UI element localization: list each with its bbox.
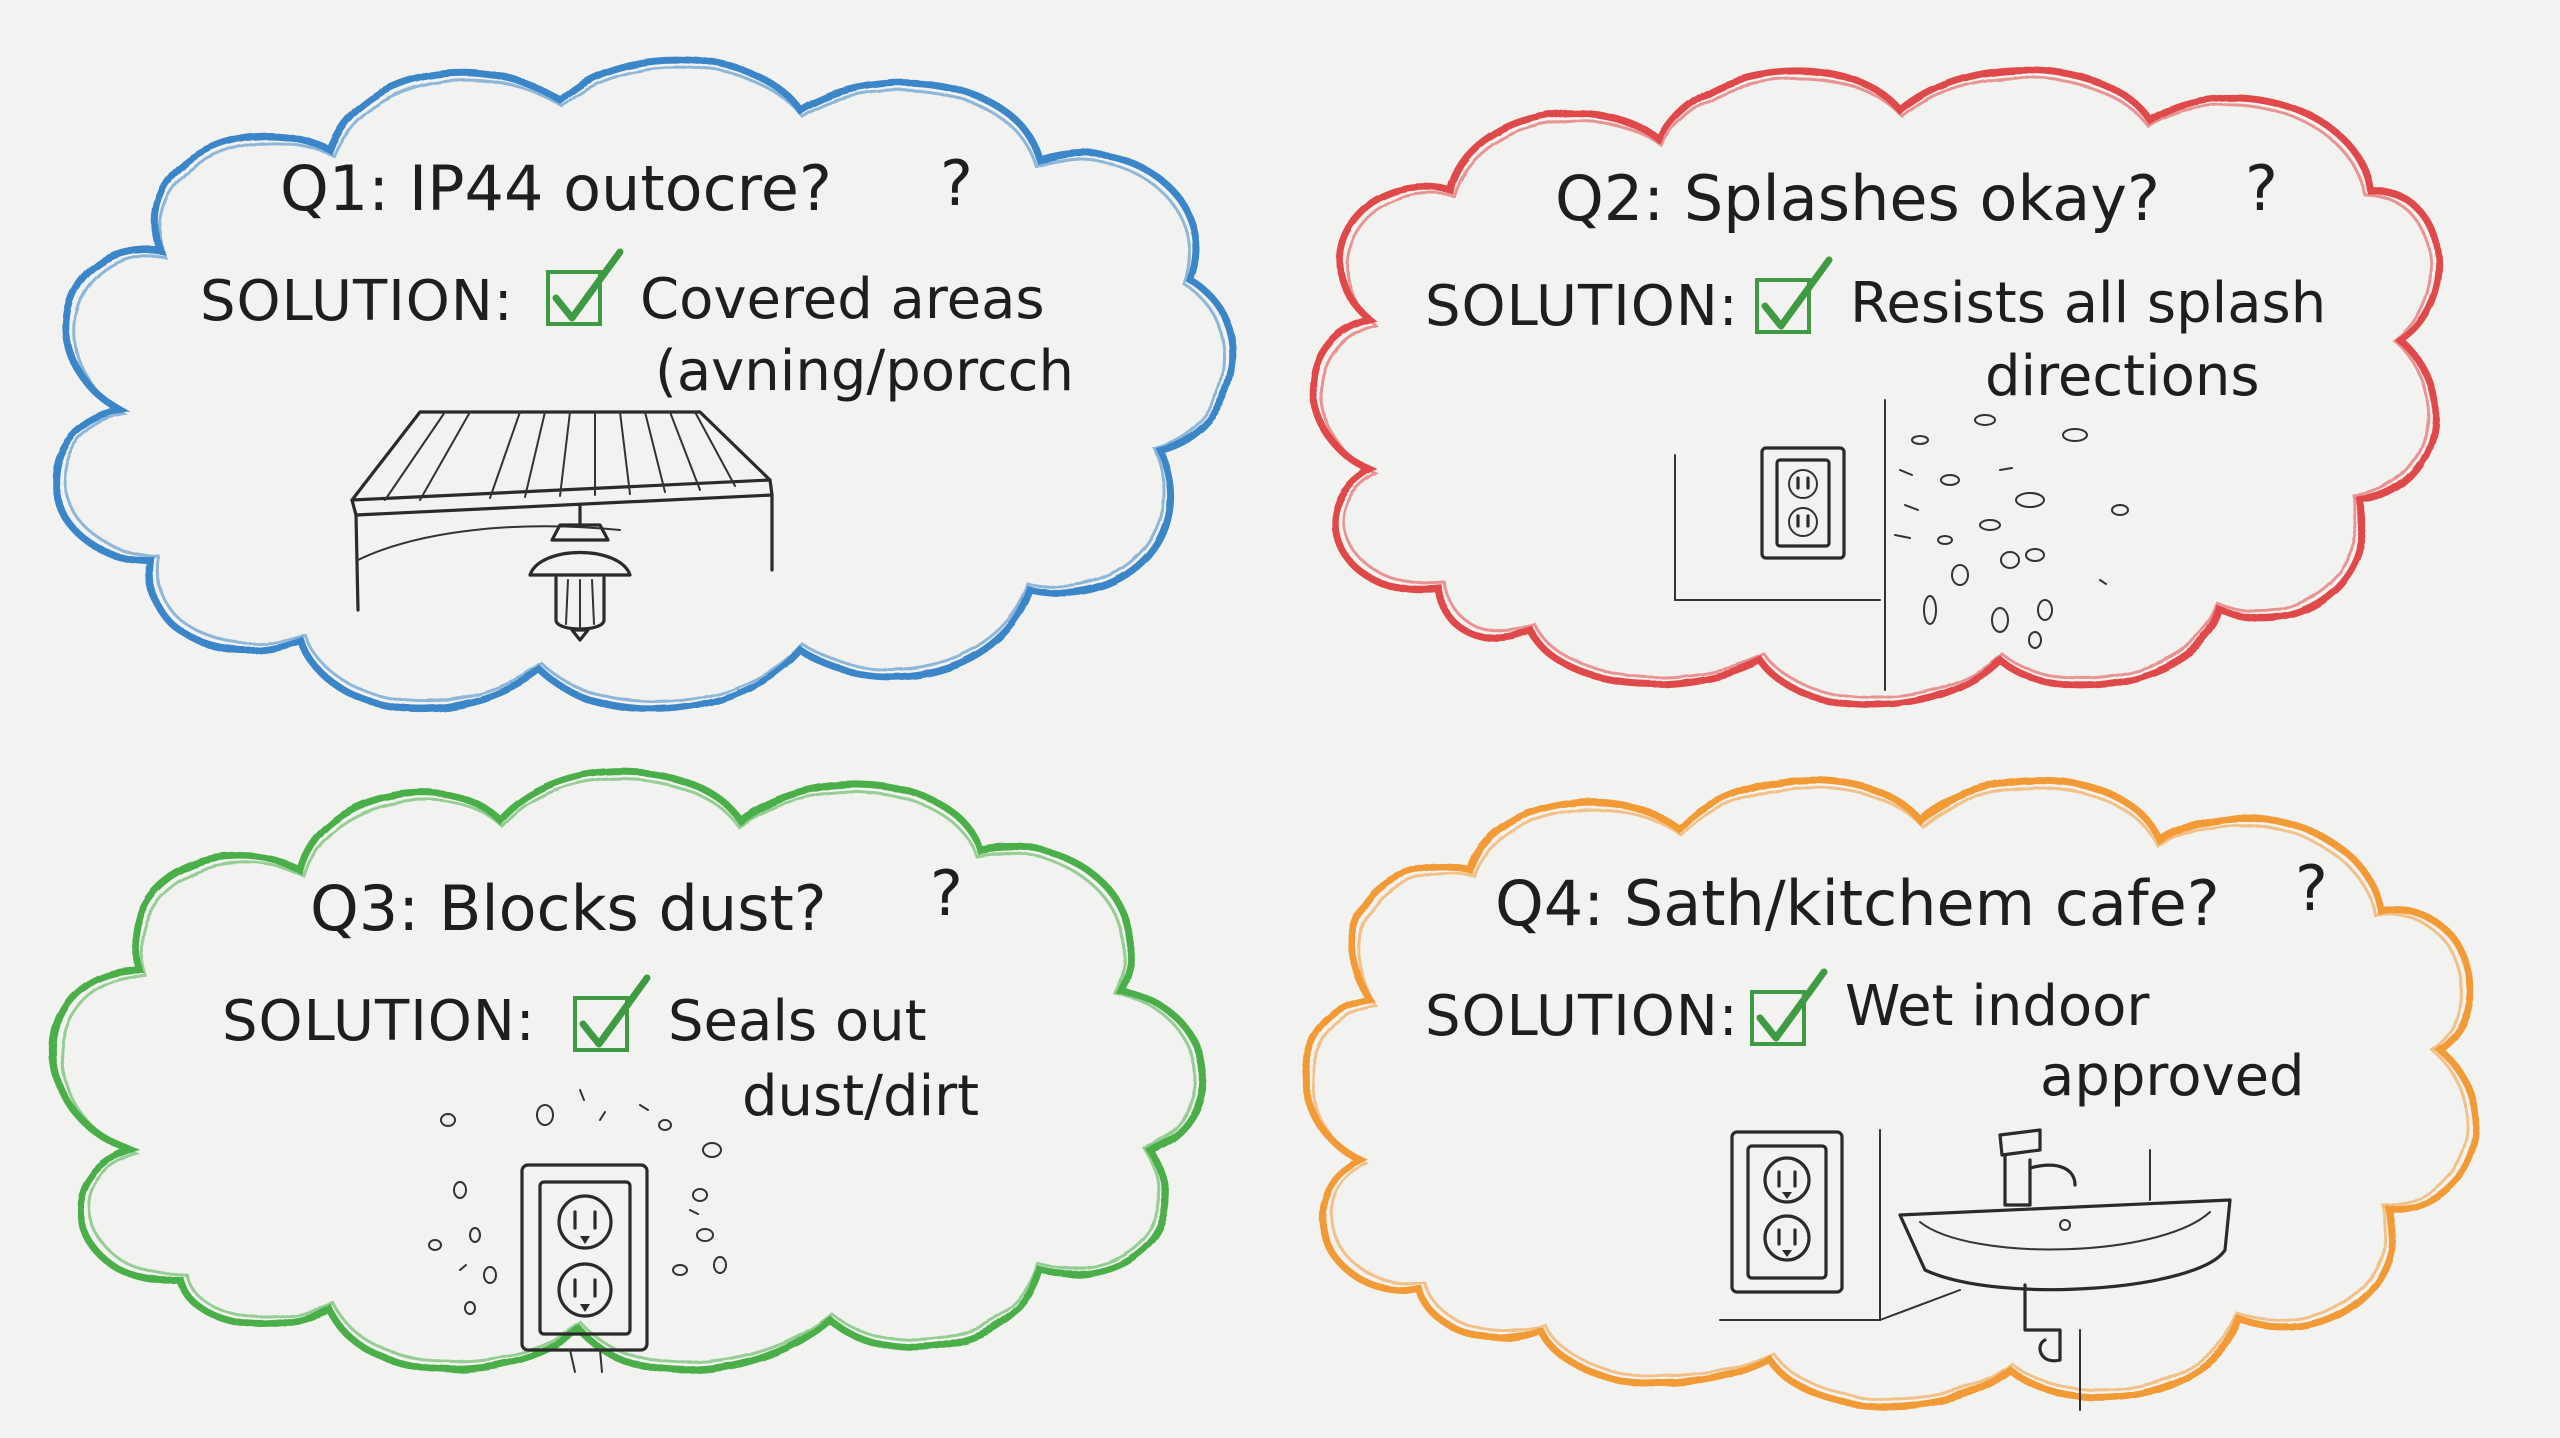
solution-line-2: approved xyxy=(2040,1044,2305,1109)
panel-q2: Q2: Splashes okay? ? SOLUTION: Resists a… xyxy=(1310,66,2443,709)
cloud-outline xyxy=(49,767,1207,1374)
solution-line-2: directions xyxy=(1985,344,2260,409)
question-text: Q3: Blocks dust? xyxy=(310,872,827,945)
panel-q1: Q1: IP44 outocre? ? SOLUTION: Covered ar… xyxy=(51,56,1237,713)
outlet-icon xyxy=(1674,399,1886,691)
solution-line-1: Seals out xyxy=(668,989,927,1054)
checkbox-check-icon xyxy=(1750,968,1828,1046)
checkbox-check-icon xyxy=(573,974,651,1052)
outlet-icon xyxy=(520,1163,649,1373)
question-text: Q1: IP44 outocre? xyxy=(280,152,832,225)
faucet-icon xyxy=(1998,1128,2077,1207)
dust-particles-icon xyxy=(428,1089,727,1315)
solution-label: SOLUTION: xyxy=(222,989,536,1054)
question-mark: ? xyxy=(2245,152,2278,225)
cloud-outline xyxy=(1301,776,2480,1410)
solution-line-1: Wet indoor xyxy=(1845,974,2150,1039)
question-mark: ? xyxy=(940,147,973,220)
cloud-outline-pass xyxy=(59,777,1198,1365)
solution-label: SOLUTION: xyxy=(1425,984,1739,1049)
cloud-outline xyxy=(1310,66,2443,709)
solution-line-1: Covered areas xyxy=(640,267,1045,332)
question-text: Q2: Splashes okay? xyxy=(1555,162,2160,235)
panel-q3: Q3: Blocks dust? ? SOLUTION: Seals out d… xyxy=(49,767,1207,1374)
cloud-outline-pass xyxy=(1320,75,2432,699)
outlet-icon xyxy=(1730,1130,1844,1294)
checkbox-check-icon xyxy=(1755,256,1833,334)
solution-label: SOLUTION: xyxy=(200,269,514,334)
cloud-outline-pass xyxy=(1310,785,2469,1401)
water-drops-icon xyxy=(1894,414,2129,649)
question-text: Q4: Sath/kitchem cafe? xyxy=(1495,867,2220,940)
cloud-outline xyxy=(51,56,1237,713)
question-mark: ? xyxy=(930,857,963,930)
solution-line-2: (avning/porcch xyxy=(655,339,1074,404)
sink-icon xyxy=(1719,1129,2232,1411)
lamp-icon xyxy=(528,503,632,642)
question-mark: ? xyxy=(2295,852,2328,925)
cloud-outline-pass xyxy=(62,65,1226,704)
solution-line-1: Resists all splash xyxy=(1850,271,2326,336)
solution-label: SOLUTION: xyxy=(1425,274,1739,339)
checkbox-check-icon xyxy=(546,248,624,326)
solution-line-2: dust/dirt xyxy=(742,1064,979,1129)
panel-q4: Q4: Sath/kitchem cafe? ? SOLUTION: Wet i… xyxy=(1301,776,2480,1411)
awning-icon xyxy=(350,410,774,612)
